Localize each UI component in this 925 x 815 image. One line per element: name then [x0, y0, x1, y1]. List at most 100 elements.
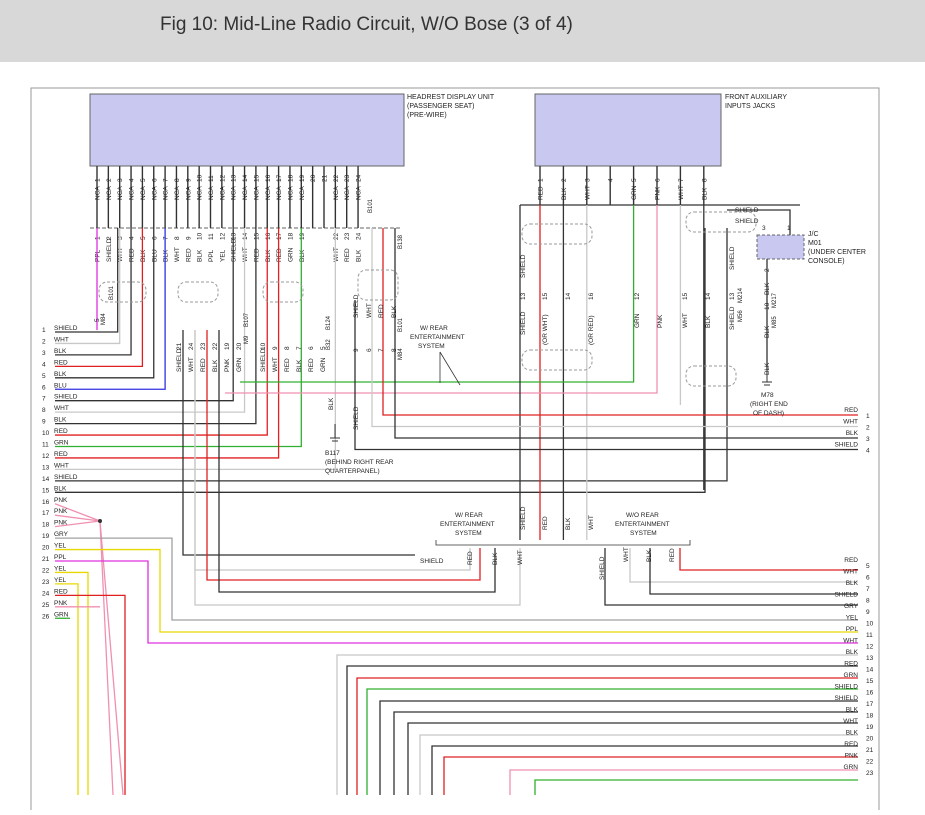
- headrest-wire-label: BLU: [151, 249, 158, 262]
- headrest-wire-number: 13: [231, 232, 238, 240]
- inline-label: RED: [200, 358, 207, 372]
- right-row-number: 20: [866, 736, 874, 743]
- right-row-number: 15: [866, 678, 874, 685]
- yel-wire: [55, 583, 79, 795]
- inline-label: SHIELD: [520, 254, 527, 278]
- headrest-wire-to-row: [55, 228, 257, 425]
- inline-label: (OR RED): [588, 315, 595, 345]
- note-line: SYSTEM: [455, 530, 482, 537]
- note-arrow: [439, 351, 461, 386]
- headrest-pin-label: NCA: [117, 186, 124, 200]
- aux-pin-number: 8: [701, 178, 708, 182]
- staircase-wire: [379, 700, 858, 795]
- inline-label: SHIELD: [353, 294, 360, 318]
- right-row-number: 3: [866, 436, 870, 443]
- shield-ovals: [98, 211, 757, 387]
- aux-pin-number: 6: [655, 178, 662, 182]
- ground-label-line: (BEHIND RIGHT REAR: [325, 459, 394, 466]
- headrest-pin-label: NCA: [140, 186, 147, 200]
- headrest-wire-label: RED: [253, 248, 260, 262]
- note-w-rear-1: W/ REAR ENTERTAINMENT SYSTEM: [410, 325, 465, 350]
- headrest-label-line: (PRE-WIRE): [407, 112, 447, 119]
- ground-label-line: B117: [325, 450, 340, 457]
- right-row-number: 2: [866, 425, 870, 432]
- inline-label: 10: [260, 342, 267, 350]
- headrest-wire-number: 6: [151, 236, 158, 240]
- left-row-number: 20: [42, 545, 50, 552]
- note-line: SYSTEM: [418, 343, 445, 350]
- note-w-rear-2: W/ REAR ENTERTAINMENT SYSTEM: [440, 512, 495, 537]
- right-row-label: RED: [844, 661, 858, 668]
- inline-label: BLK: [764, 362, 771, 375]
- headrest-pin-label: NCA: [174, 186, 181, 200]
- pnk-wire: [54, 520, 101, 528]
- right-row-number: 14: [866, 667, 874, 674]
- inline-label: 2: [764, 268, 771, 272]
- inline-label: 14: [565, 292, 572, 300]
- inline-label: 16: [588, 292, 595, 300]
- aux-pin-label: BLK: [561, 187, 568, 200]
- inline-label: 13: [520, 292, 527, 300]
- headrest-wire-label: WHT: [333, 247, 340, 262]
- right-row-number: 23: [866, 770, 874, 777]
- left-row-label: WHT: [54, 336, 69, 343]
- shield-oval: [262, 281, 304, 303]
- front-aux-inputs-jacks: [534, 93, 722, 167]
- inline-label: 15: [682, 292, 689, 300]
- inline-label: BLK: [705, 315, 712, 328]
- headrest-wire-label: WHT: [174, 247, 181, 262]
- inline-label: BLK: [646, 549, 653, 562]
- inline-label: 13: [729, 292, 736, 300]
- jc-label: J/C M01 (UNDER CENTER CONSOLE): [808, 231, 866, 265]
- left-row-label: BLU: [54, 382, 67, 389]
- staircase-wire: [393, 711, 858, 795]
- staircase-wire: [346, 665, 858, 795]
- left-row-number: 6: [42, 384, 46, 391]
- headrest-pin-number: 19: [299, 174, 306, 182]
- headrest-pin-label: NCA: [344, 186, 351, 200]
- headrest-pin-number: 5: [140, 178, 147, 182]
- headrest-wire-number: 8: [174, 236, 181, 240]
- left-row-label: BLK: [54, 348, 67, 355]
- staircase-wire: [356, 677, 858, 795]
- red-wire: [679, 548, 858, 571]
- right-row-number: 6: [866, 575, 870, 582]
- left-row-number: 4: [42, 361, 46, 368]
- headrest-wire-to-row: [55, 228, 234, 402]
- inline-label: GRN: [236, 357, 243, 372]
- staircase-wire: [366, 688, 858, 795]
- right-row-label: GRN: [844, 764, 859, 771]
- wire-group: [54, 205, 858, 796]
- right-row-label: GRY: [844, 603, 859, 610]
- headrest-wire-label: BLK: [140, 249, 147, 262]
- headrest-pin-number: 3: [117, 178, 124, 182]
- headrest-pin-label: NCA: [129, 186, 136, 200]
- wiring-diagram: HEADREST DISPLAY UNIT (PASSENGER SEAT) (…: [30, 87, 880, 815]
- inline-label: BLK: [391, 305, 398, 318]
- right-row-label: SHIELD: [835, 442, 859, 449]
- headrest-wire-number: 24: [356, 232, 363, 240]
- left-row-label: GRY: [54, 531, 69, 538]
- inline-label: SHIELD: [260, 348, 267, 372]
- headrest-wire-to-row: [55, 228, 268, 436]
- aux-pin-number: 3: [584, 178, 591, 182]
- left-row-number: 11: [42, 442, 49, 449]
- left-row-number: 2: [42, 338, 46, 345]
- left-row-label: SHIELD: [54, 394, 78, 401]
- inline-label: RED: [467, 551, 474, 565]
- headrest-wire-label: YEL: [219, 249, 226, 262]
- headrest-pin-number: 21: [322, 174, 329, 182]
- headrest-wire-label: BLK: [265, 249, 272, 262]
- headrest-pin-number: 1: [95, 178, 102, 182]
- inline-label: WHT: [188, 357, 195, 372]
- headrest-pin-number: 20: [310, 174, 317, 182]
- right-row-label: PNK: [845, 753, 859, 760]
- left-row-number: 22: [42, 567, 50, 574]
- headrest-pin-label: NCA: [163, 186, 170, 200]
- blk-wire: [649, 548, 858, 595]
- inline-label: SHIELD: [735, 218, 759, 225]
- left-row-number: 3: [42, 350, 46, 357]
- left-row-label: GRN: [54, 440, 69, 447]
- red-wire: [382, 228, 858, 416]
